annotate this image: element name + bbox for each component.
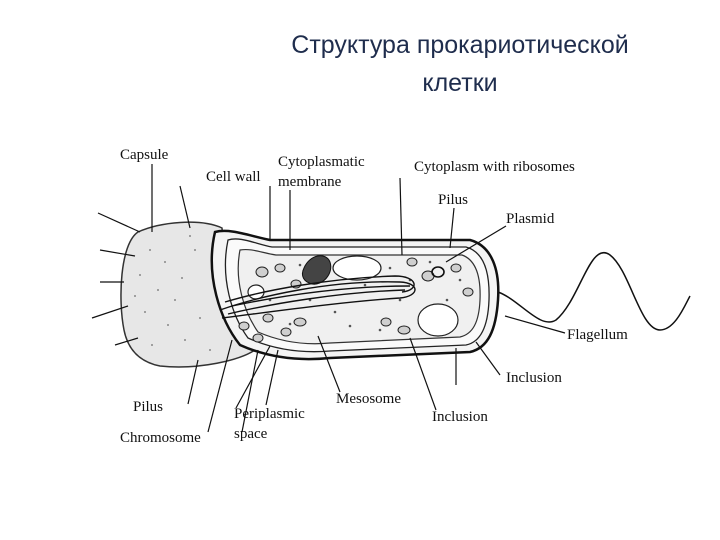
flagellum-shape [497, 251, 691, 331]
label-capsule: Capsule [120, 147, 169, 163]
granules [238, 257, 474, 343]
label-space: space [234, 426, 268, 442]
label-plasmid: Plasmid [506, 211, 555, 227]
label-pilus-bottom: Pilus [133, 399, 163, 415]
mesosome-shape [301, 255, 332, 285]
label-cytoplasmatic: Cytoplasmatic [278, 154, 365, 170]
inclusions [247, 255, 459, 337]
label-inclusion-bottom: Inclusion [432, 409, 488, 425]
label-chromosome: Chromosome [120, 430, 201, 446]
label-pilus-top: Pilus [438, 192, 468, 208]
label-flagellum: Flagellum [567, 327, 628, 343]
label-cell-wall: Cell wall [206, 169, 261, 185]
label-periplasmic: Periplasmic [234, 406, 305, 422]
slide-title: Структура прокариотической клетки [291, 31, 629, 97]
label-mesosome: Mesosome [336, 391, 401, 407]
leader-lines [91, 164, 566, 433]
label-membrane: membrane [278, 174, 342, 190]
plasmid-shape [431, 266, 445, 278]
capsule-stipple [134, 235, 211, 351]
chromosome-shape [219, 275, 416, 319]
label-inclusion-right: Inclusion [506, 370, 562, 386]
label-cytoplasm: Cytoplasm with ribosomes [414, 159, 575, 175]
